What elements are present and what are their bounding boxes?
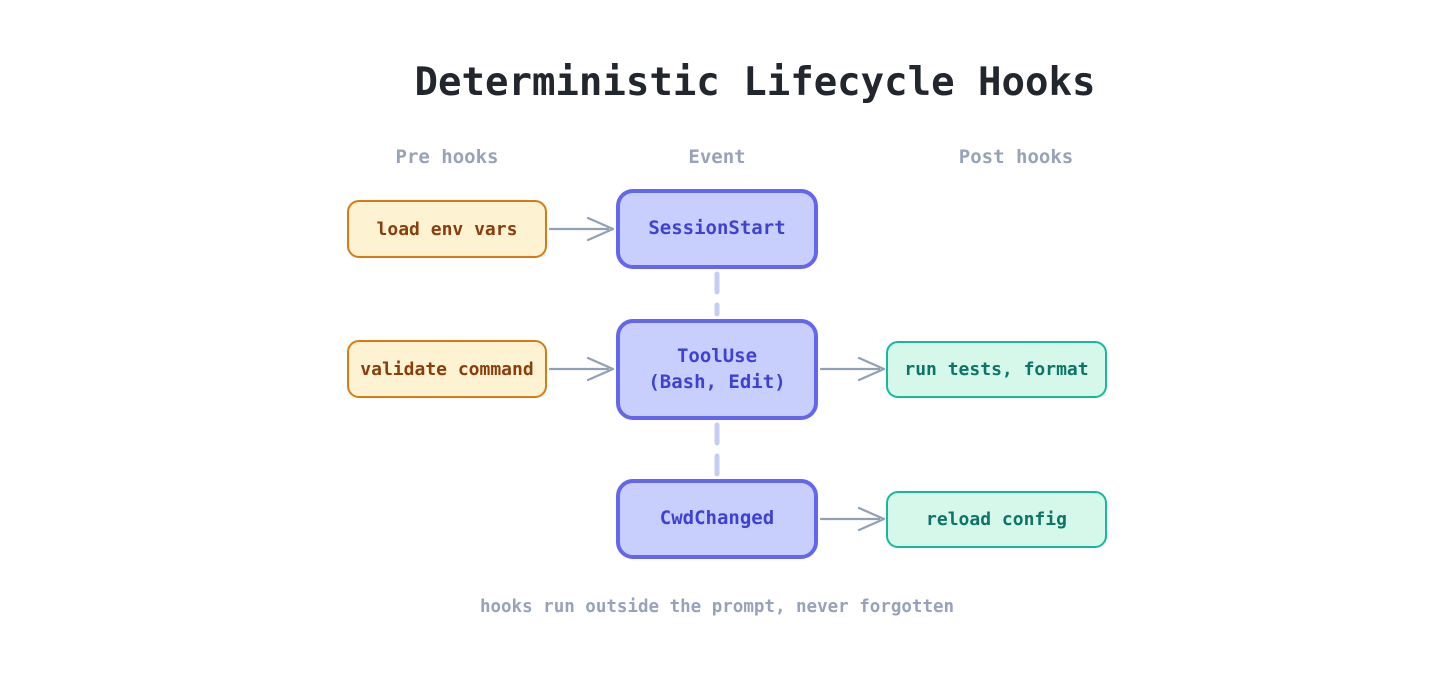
arrow-right-icon	[820, 506, 886, 532]
node-event-tool-use: ToolUse (Bash, Edit)	[616, 319, 818, 420]
arrow-right-icon	[820, 356, 886, 382]
node-pre-validate-command: validate command	[347, 340, 547, 398]
dashed-connector-icon	[714, 271, 720, 317]
dashed-connector-icon	[714, 422, 720, 477]
diagram-title: Deterministic Lifecycle Hooks	[414, 60, 1096, 105]
footer-caption: hooks run outside the prompt, never forg…	[479, 597, 955, 617]
node-post-run-tests-format: run tests, format	[886, 341, 1107, 398]
arrow-right-icon	[549, 216, 615, 242]
column-header-post-hooks: Post hooks	[958, 146, 1074, 168]
node-pre-load-env-vars: load env vars	[347, 200, 547, 258]
node-event-cwd-changed: CwdChanged	[616, 479, 818, 559]
node-post-reload-config: reload config	[886, 491, 1107, 548]
column-header-pre-hooks: Pre hooks	[395, 146, 499, 168]
node-event-session-start: SessionStart	[616, 189, 818, 269]
arrow-right-icon	[549, 356, 615, 382]
column-header-event: Event	[688, 146, 746, 168]
